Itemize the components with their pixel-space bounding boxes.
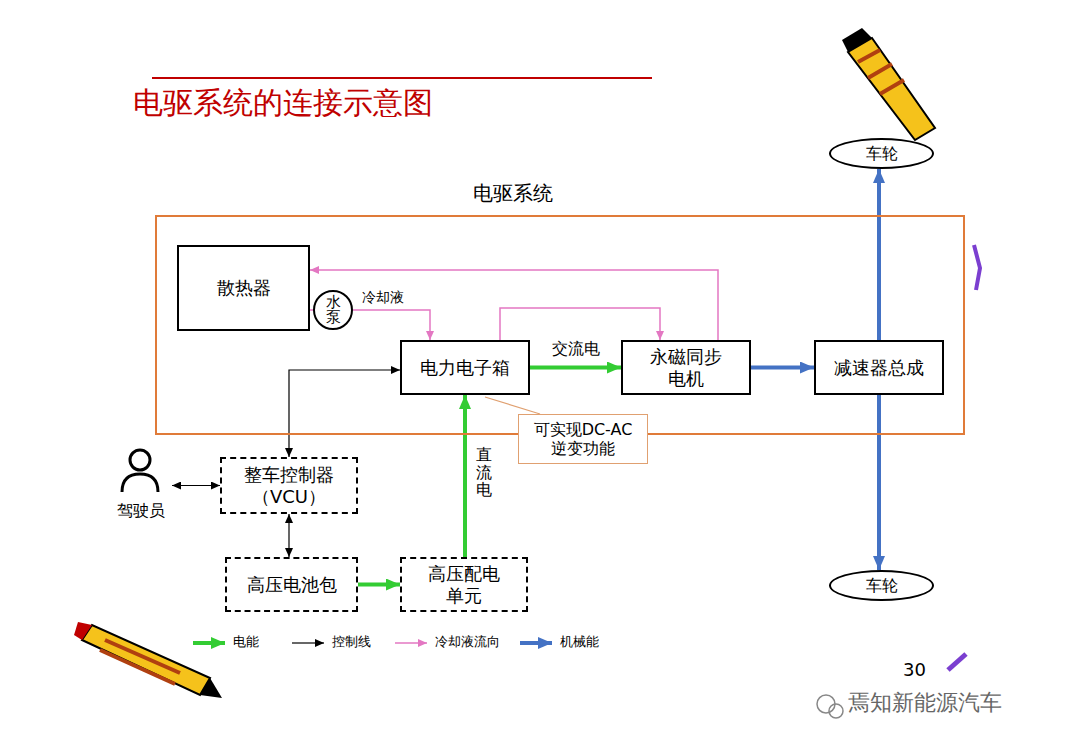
flow-connector [500, 308, 660, 340]
node-label: 整车控制器 （VCU） [239, 464, 339, 507]
legend-text: 机械能 [560, 635, 599, 650]
legend-sample [193, 641, 225, 645]
process-box: 永磁同步 电机 [621, 340, 751, 395]
node-label: 永磁同步 电机 [646, 346, 726, 389]
node-label: 水 泵 [323, 295, 343, 325]
flow-connector [530, 366, 621, 370]
legend-text: 控制线 [332, 635, 371, 650]
flow-connector [353, 310, 430, 340]
node-label: 车轮 [866, 576, 898, 595]
flow-connector [172, 485, 220, 486]
title-rule [152, 77, 652, 79]
pencil-illustration [842, 28, 935, 140]
flow-connector [288, 514, 289, 557]
node-label: 电力电子箱 [420, 357, 510, 379]
flow-connector [358, 583, 400, 587]
watermark: 焉知新能源汽车 [848, 690, 1002, 715]
legend-sample [292, 642, 324, 643]
legend-text: 冷却液流向 [435, 635, 500, 650]
legend-sample [520, 641, 552, 645]
node-label: 车轮 [866, 144, 898, 163]
flow-connector [463, 395, 467, 557]
node-label: 可实现DC-AC 逆变功能 [527, 420, 639, 458]
battery-box: 高压电池包 [225, 557, 358, 612]
decor-mark [948, 654, 966, 670]
node-label: 高压电池包 [247, 574, 337, 596]
pump-circle: 水 泵 [313, 290, 353, 330]
flow-connector [751, 366, 814, 370]
flow-connector [877, 395, 881, 570]
pencil-illustration [74, 622, 222, 698]
page-number: 30 [903, 660, 926, 681]
node-label: 高压配电 单元 [424, 563, 504, 606]
process-box: 散热器 [177, 245, 310, 331]
callout-box: 可实现DC-AC 逆变功能 [518, 414, 648, 464]
flow-connector [877, 169, 881, 340]
person-icon [122, 450, 158, 492]
legend-text: 电能 [233, 635, 259, 650]
edge-label: 冷却液 [362, 289, 404, 305]
driver-node: 驾驶员 [110, 445, 172, 520]
page-title: 电驱系统的连接示意图 [133, 86, 433, 121]
node-label: 散热器 [217, 277, 271, 299]
process-box: 电力电子箱 [400, 340, 530, 395]
edge-label: 直流电 [476, 446, 492, 499]
wheel-ellipse: 车轮 [829, 138, 934, 169]
system-band: 电驱系统散热器水 泵电力电子箱永磁同步 电机减速器总成 [155, 215, 965, 435]
flow-connector [310, 270, 718, 340]
node-label: 减速器总成 [834, 357, 924, 379]
flow-connector [289, 370, 400, 457]
leader-line [485, 397, 540, 414]
node-label: 驾驶员 [117, 501, 165, 520]
controller-box: 整车控制器 （VCU） [220, 457, 358, 514]
wheel-ellipse: 车轮 [829, 570, 934, 601]
decor-mark [974, 245, 980, 290]
legend-sample [395, 642, 427, 644]
wechat-icon [817, 695, 843, 718]
group-heading: 电驱系统 [473, 181, 553, 205]
process-box: 减速器总成 [814, 340, 944, 395]
edge-label: 交流电 [552, 340, 600, 358]
distribution-box: 高压配电 单元 [400, 557, 528, 612]
